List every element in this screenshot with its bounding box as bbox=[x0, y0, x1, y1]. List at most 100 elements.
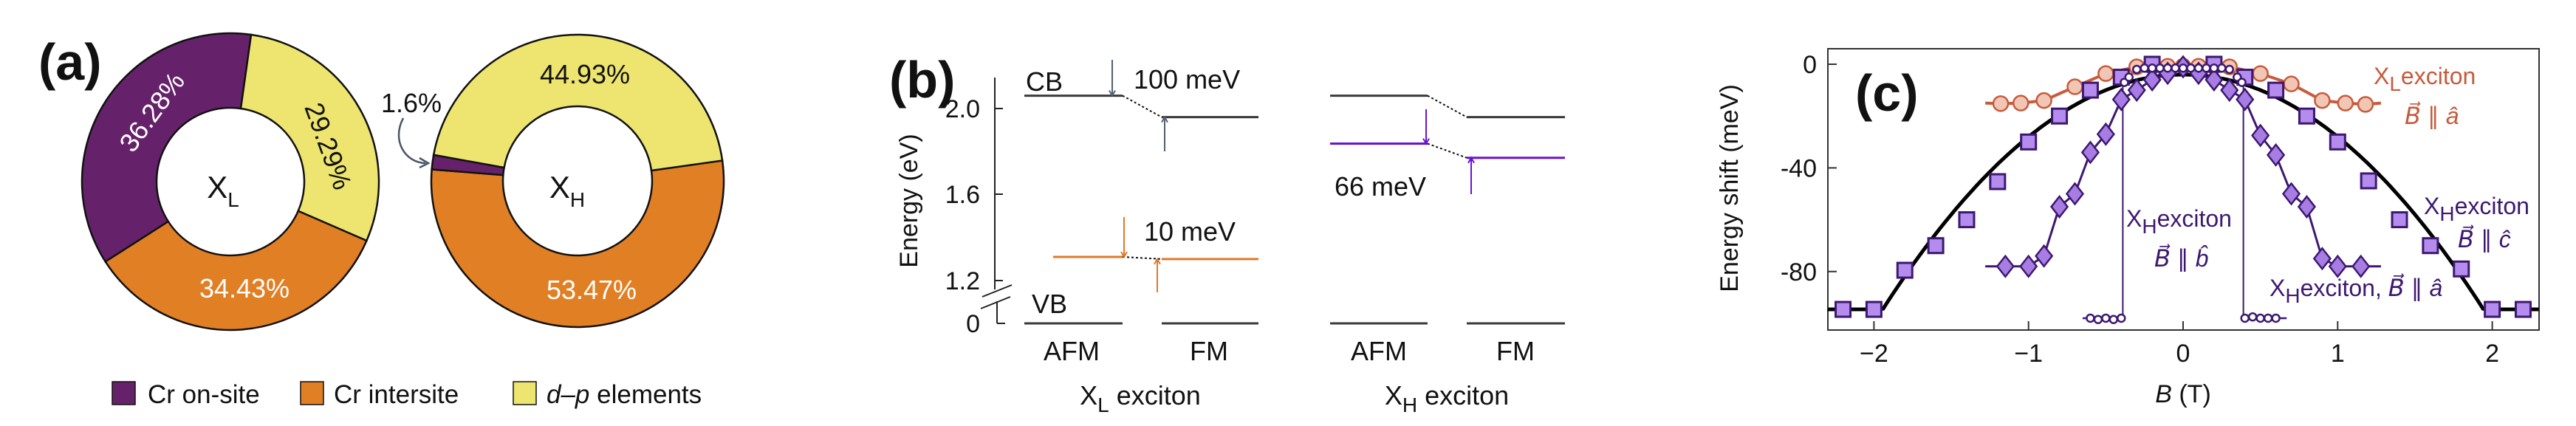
point-xh-a bbox=[2297, 195, 2317, 219]
xl-shift-arrow-down-head-icon bbox=[1120, 251, 1128, 258]
point-xh-a bbox=[1996, 254, 2015, 278]
group-label-xh: XH exciton bbox=[1385, 380, 1509, 416]
cb-connector bbox=[1427, 95, 1467, 118]
axis-break-mark bbox=[980, 296, 1011, 309]
point-xh-a bbox=[2266, 142, 2286, 167]
panel-c-label: (c) bbox=[1855, 64, 1919, 122]
x-label-fm: FM bbox=[1190, 336, 1228, 366]
point-xh-b bbox=[2263, 313, 2273, 323]
delta-xh-label: 66 meV bbox=[1335, 171, 1426, 202]
xh-shift-arrow-down-head-icon bbox=[1422, 138, 1430, 145]
annotation-xh-c: XHexciton bbox=[2424, 193, 2529, 225]
y-tick-label: -40 bbox=[1781, 154, 1817, 182]
legend-label-dp-elements: d–p elements bbox=[547, 380, 702, 409]
legend: Cr on-site Cr intersite d–p elements bbox=[112, 380, 702, 409]
point-xh-b bbox=[2209, 63, 2219, 73]
point-xh-c bbox=[1958, 211, 1976, 229]
x-axis-label: B (T) bbox=[2155, 380, 2211, 408]
point-xh-c bbox=[2514, 300, 2532, 318]
y-ticks: 2.0 1.6 1.2 0 bbox=[945, 95, 1005, 338]
annotation-xh-b: XHexciton bbox=[2126, 205, 2232, 238]
legend-label-cr-onsite: Cr on-site bbox=[148, 380, 260, 409]
plot-area bbox=[1827, 55, 2539, 324]
axis-break-mark bbox=[982, 284, 1013, 298]
annotation-text: exciton bbox=[2455, 193, 2529, 219]
point-xh-b bbox=[2178, 63, 2188, 73]
point-xh-a bbox=[2065, 182, 2085, 206]
annotation-base: X bbox=[2424, 193, 2439, 219]
exciton-connector bbox=[1427, 142, 1467, 159]
cb-shift-arrow-up-head-icon bbox=[1161, 115, 1168, 123]
point-xh-c bbox=[1865, 300, 1883, 318]
point-xh-a bbox=[2281, 182, 2301, 206]
cb-connector bbox=[1122, 95, 1162, 118]
donut-segment-dp-elements bbox=[239, 33, 380, 242]
point-xh-c bbox=[1835, 300, 1852, 318]
point-xh-b bbox=[2240, 313, 2250, 323]
point-xh-a bbox=[2127, 78, 2146, 103]
point-xh-b bbox=[2193, 63, 2204, 73]
point-xh-b bbox=[2162, 63, 2173, 73]
point-xh-a bbox=[2205, 68, 2224, 92]
point-xh-a bbox=[2049, 195, 2069, 219]
panel-b: (b) Energy (eV) 2.0 1.6 1.2 0 CB VB 100 … bbox=[889, 51, 1565, 416]
point-xh-a bbox=[2328, 254, 2347, 278]
point-xh-c bbox=[2453, 260, 2470, 278]
y-tick-label: 1.6 bbox=[945, 181, 980, 209]
point-xh-a bbox=[2236, 87, 2255, 111]
annotation-text: exciton bbox=[2401, 63, 2476, 89]
point-xh-b bbox=[2101, 313, 2111, 323]
y-tick-label: -80 bbox=[1781, 258, 1817, 286]
panel-a-label: (a) bbox=[38, 33, 102, 91]
point-xh-b bbox=[2202, 63, 2211, 73]
donut-xh-cr-intersite-label: 53.47% bbox=[547, 275, 637, 305]
legend-label-cr-intersite: Cr intersite bbox=[334, 380, 459, 409]
point-xl-a bbox=[2357, 96, 2374, 113]
point-xl-a bbox=[1992, 95, 2010, 112]
point-xh-a bbox=[2035, 244, 2054, 268]
y-tick-label: 1.2 bbox=[945, 267, 980, 295]
point-xh-c bbox=[2081, 81, 2099, 99]
annotation-field: B⃗ ∥ â bbox=[2388, 273, 2443, 301]
annotation-base: X bbox=[2270, 275, 2285, 301]
point-xh-c bbox=[1989, 173, 2007, 190]
y-tick-label: 0 bbox=[966, 310, 980, 338]
x-tick-label: −1 bbox=[2014, 340, 2043, 368]
annotation-text: exciton, bbox=[2301, 275, 2388, 301]
panel-b-label: (b) bbox=[889, 51, 955, 109]
donut-xh bbox=[430, 33, 725, 329]
legend-swatch-cr-onsite bbox=[112, 381, 136, 405]
annotation-base: X bbox=[2126, 205, 2142, 232]
panel-a: (a) 36.28% 29.29% 34.43% XL 44.93% 53.47… bbox=[38, 32, 725, 409]
legend-swatch-cr-intersite bbox=[300, 381, 324, 405]
donut-xl-center-label: XL bbox=[207, 170, 239, 211]
point-xh-a bbox=[2080, 140, 2100, 165]
x-label-fm: FM bbox=[1496, 336, 1535, 366]
point-xh-b bbox=[2131, 64, 2142, 75]
point-xl-a bbox=[2283, 75, 2300, 92]
point-xh-a bbox=[2251, 123, 2270, 148]
cb-label: CB bbox=[1026, 66, 1063, 97]
point-xh-b bbox=[2086, 313, 2095, 323]
annotation-sub: H bbox=[2439, 202, 2454, 225]
point-xh-b bbox=[2255, 313, 2265, 323]
x-tick-label: 2 bbox=[2485, 340, 2499, 368]
point-xh-b bbox=[2247, 312, 2258, 322]
point-xh-b bbox=[2147, 63, 2157, 73]
donut-xl-cr-intersite-label: 34.43% bbox=[199, 273, 290, 303]
donut-xh-center-label: XH bbox=[549, 170, 585, 211]
point-xh-b bbox=[2109, 315, 2119, 324]
donut-segment-cr-intersite bbox=[103, 210, 369, 331]
point-xh-b bbox=[2271, 313, 2281, 323]
annotation-xh-b-field: B⃗ ∥ b̂ bbox=[2154, 244, 2209, 272]
annotation-sub: H bbox=[2285, 284, 2300, 307]
point-xh-a bbox=[2312, 247, 2332, 271]
cb-shift-arrow-down-head-icon bbox=[1109, 90, 1116, 97]
exciton-connector bbox=[1122, 255, 1162, 260]
point-xh-b bbox=[2155, 63, 2165, 73]
donut-xl bbox=[80, 32, 380, 331]
point-xh-c bbox=[2051, 107, 2069, 125]
point-xh-c bbox=[2391, 211, 2408, 229]
